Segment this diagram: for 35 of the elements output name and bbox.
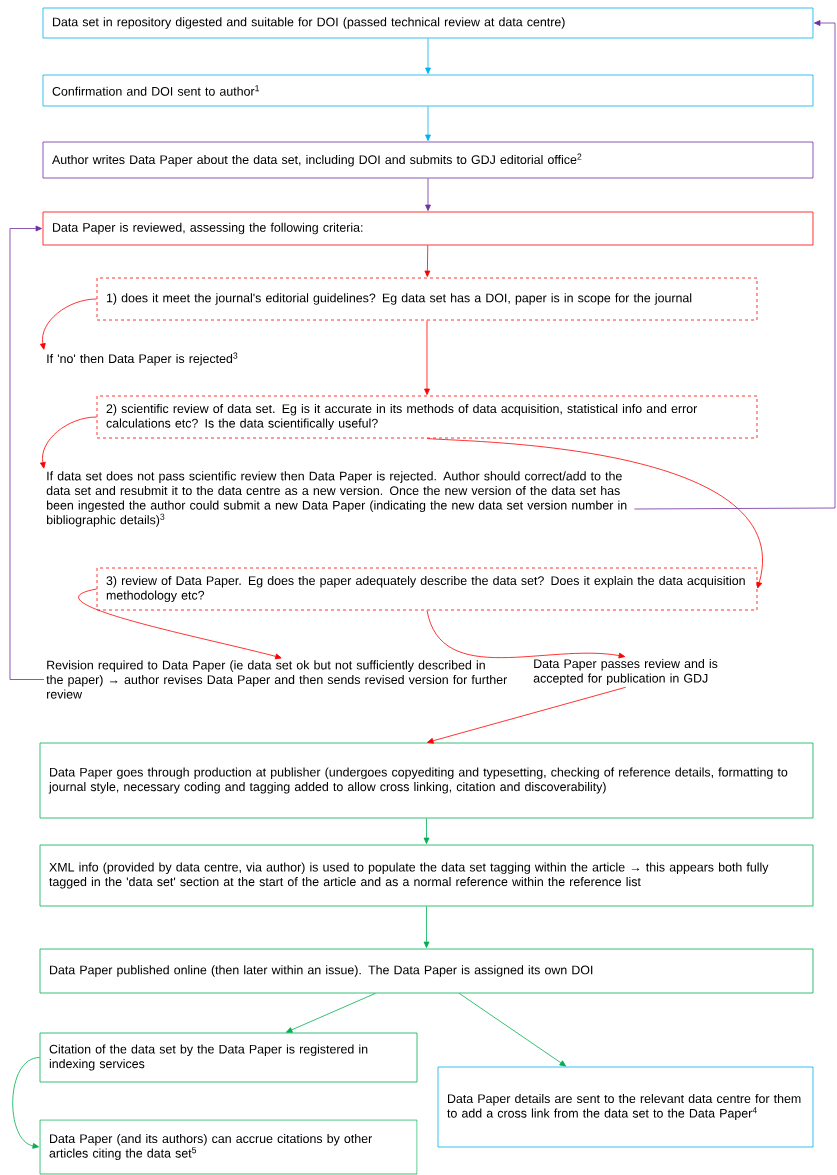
arrow [425, 38, 431, 74]
process-box: Data Paper published online (then later within an issue). The Data Paper is assigned its own DOI [39, 948, 814, 994]
process-box: Data Paper goes through production at publisher (undergoes copyediting and typesetting, checking of reference details, formatting to journal style, necessary coding and tagging added to allow cross linking, citation and discoverability) [39, 742, 814, 819]
arrow [634, 20, 836, 510]
arrow [423, 818, 430, 844]
arrow [40, 298, 97, 350]
arrow [425, 178, 431, 211]
note-text: If data set does not pass scientific review then Data Paper is rejected. Author should correct/add to the data set and resubmit it to the data centre as a new version. Once the new version of the data set has been ingested the author could submit a new Data Paper (indicating the new data set version number in bibliographic details)$^{3}$ [46, 471, 627, 527]
criterion-box: 3) review of Data Paper. Eg does the paper adequately describe the data set? Does it explain the data acquisition methodology etc? [96, 567, 758, 611]
arrow [425, 106, 431, 141]
process-box: Data set in repository digested and suitable for DOI (passed technical review at data centre) [42, 7, 814, 39]
arrow [78, 588, 282, 660]
process-box: Data Paper (and its authors) can accrue citations by other articles citing the data set$^{5}$ [39, 1119, 418, 1175]
arrow [12, 1057, 40, 1149]
arrow [427, 686, 627, 744]
arrow [40, 416, 97, 469]
process-box: Author writes Data Paper about the data set, including DOI and submits to GDJ editorial office$^{2}$ [42, 141, 814, 179]
note-text: Revision required to Data Paper (ie data set ok but not sufficiently described in the paper) → author revises Data Paper and then sends revised version for further review [46, 660, 507, 699]
arrow [458, 993, 567, 1067]
process-box: Confirmation and DOI sent to author$^{1}$ [42, 74, 814, 107]
note-text: If 'no' then Data Paper is rejected$^{3}$ [47, 352, 238, 366]
arrow [424, 245, 431, 277]
process-box: XML info (provided by data centre, via author) is used to populate the data set tagging within the article → this appears both fully tagged in the 'data set' section at the start of the article and as a normal reference within the reference list [39, 844, 814, 907]
arrow [9, 225, 45, 680]
process-box: Data Paper is reviewed, assessing the following criteria: [42, 211, 814, 246]
process-box: Data Paper details are sent to the relevant data centre for them to add a cross link from the data set to the Data Paper$^{4}$ [437, 1066, 814, 1148]
arrow [424, 320, 430, 395]
note-text: Data Paper passes review and is accepted for publication in GDJ [533, 658, 718, 686]
arrow [426, 610, 626, 659]
arrow [423, 906, 430, 948]
criterion-box: 1) does it meet the journal's editorial guidelines? Eg data set has a DOI, paper is in scope for the journal [96, 277, 758, 321]
arrow [286, 993, 376, 1033]
arrow [426, 438, 763, 589]
process-box: Citation of the data set by the Data Paper is registered in indexing services [39, 1032, 418, 1083]
criterion-box: 2) scientific review of data set. Eg is it accurate in its methods of data acquisition, statistical info and error calculations etc? Is the data scientifically useful? [96, 395, 758, 439]
